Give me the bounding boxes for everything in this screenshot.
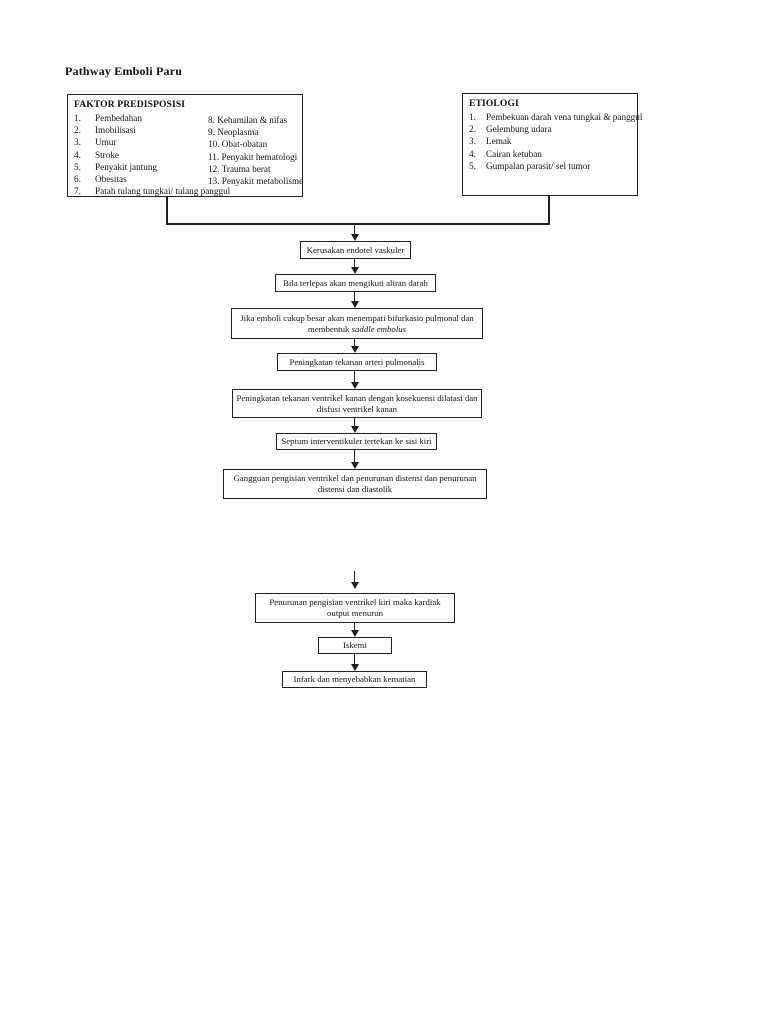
flow-box-text: output menurun — [327, 608, 383, 618]
flow-box-septum: Septum interventikuler tertekan ke sisi … — [276, 433, 437, 450]
flow-box-text-part: membentuk — [307, 323, 352, 334]
predisposition-item: 2. Imobilisasi — [74, 124, 296, 136]
etiology-item: 4. Cairan ketuban — [469, 148, 631, 160]
flow-box-text: Infark dan menyebabkan kematian — [293, 674, 416, 684]
etiology-item: 5. Gumpalan parasit/ sel tumor — [469, 160, 631, 172]
predisposition-item: 9. Neoplasma — [208, 127, 259, 138]
item-text: Obesitas — [95, 174, 127, 185]
item-number: 5. — [469, 160, 476, 171]
flow-box-text: Septum interventikuler tertekan ke sisi … — [281, 436, 432, 446]
predisposition-item: 3. Umur — [74, 136, 296, 148]
down-arrow-icon — [350, 654, 359, 671]
down-arrow-icon — [350, 292, 359, 308]
predisposition-item: 4. Stroke — [74, 149, 296, 161]
flow-box-text: Penurunan pengisian ventrikel kiri maka … — [269, 597, 441, 607]
etiology-box: ETIOLOGI 1. Pembekuan darah vena tungkai… — [462, 93, 642, 196]
item-text: Gumpalan parasit/ sel tumor — [486, 160, 591, 171]
item-text: Lemak — [486, 136, 512, 147]
flow-box-gangguan-pengisian: Gangguan pengisian ventrikel dan penurun… — [223, 469, 487, 499]
flow-box-text-italic: saddle embolus — [351, 323, 407, 334]
predisposition-title: FAKTOR PREDISPOSISI — [74, 99, 186, 110]
connector-line-right — [548, 195, 550, 225]
predisposition-item: 10. Obat-obatan — [208, 139, 268, 150]
item-number: 2. — [469, 124, 476, 135]
down-arrow-icon — [350, 339, 359, 353]
item-text: Pembekuan darah vena tungkai & panggul — [486, 112, 643, 122]
flow-box-text: Peningkatan tekanan ventrikel kanan deng… — [236, 392, 478, 403]
down-arrow-icon — [350, 571, 359, 589]
item-number: 3. — [74, 137, 81, 148]
etiology-item: 3. Lemak — [469, 135, 631, 147]
down-arrow-icon — [350, 371, 359, 389]
flow-box-tekanan-arteri: Peningkatan tekanan arteri pulmonalis — [277, 353, 437, 371]
item-number: 4. — [469, 148, 476, 159]
item-text: Patah tulang tungkai/ tulang panggul — [95, 186, 231, 197]
flow-box-infark: Infark dan menyebabkan kematian — [282, 671, 427, 688]
down-arrow-icon — [350, 225, 359, 241]
etiology-item: 2. Gelembung udara — [469, 123, 631, 135]
item-number: 6. — [74, 174, 81, 185]
predisposition-item: 5. Penyakit jantung — [74, 161, 296, 173]
flow-box-bila-terlepas: Bila terlepas akan mengikuti aliran dara… — [275, 274, 436, 292]
flow-box-saddle-embolus: Jika emboli cukup besar akan menempati b… — [231, 308, 483, 339]
predisposition-box: FAKTOR PREDISPOSISI 1. Pembedahan 2. Imo… — [67, 94, 303, 197]
item-number: 5. — [74, 161, 81, 172]
flow-box-penurunan-pengisian: Penurunan pengisian ventrikel kiri maka … — [255, 593, 455, 623]
item-text: Penyakit jantung — [95, 161, 158, 172]
item-number: 1. — [74, 113, 81, 123]
flow-box-text: Kerusakan endotel vaskuler — [306, 244, 405, 255]
etiology-item: 1. Pembekuan darah vena tungkai & panggu… — [469, 111, 642, 123]
predisposition-item: 12. Trauma berat — [208, 163, 271, 174]
predisposition-item: 11. Penyakit hematologi — [208, 151, 298, 162]
flow-box-tekanan-ventrikel-kanan: Peningkatan tekanan ventrikel kanan deng… — [232, 389, 482, 418]
item-text: Imobilisasi — [95, 125, 136, 136]
predisposition-item: 6. Obesitas — [74, 173, 296, 185]
flow-box-text: distensi dan diastolik — [317, 484, 393, 494]
item-number: 1. — [469, 112, 476, 122]
item-text: Gelembung udara — [486, 124, 552, 135]
connector-line-left — [166, 196, 168, 225]
flow-box-text: Iskemi — [343, 640, 367, 650]
item-text: Cairan ketuban — [486, 148, 542, 159]
flow-box-kerusakan-endotel: Kerusakan endotel vaskuler — [300, 241, 411, 259]
down-arrow-icon — [350, 623, 359, 637]
item-text: Stroke — [95, 149, 119, 160]
down-arrow-icon — [350, 418, 359, 433]
item-text: Pembedahan — [95, 113, 142, 123]
item-number: 3. — [469, 136, 476, 147]
connector-line-horizontal — [166, 223, 550, 225]
item-number: 2. — [74, 125, 81, 136]
item-number: 7. — [74, 186, 81, 197]
page-title: Pathway Emboli Paru — [65, 64, 183, 78]
flow-box-text: Gangguan pengisian ventrikel dan penurun… — [233, 473, 477, 483]
flow-box-text: membentuk saddle embolus — [308, 324, 406, 335]
flow-box-text: Bila terlepas akan mengikuti aliran dara… — [283, 277, 428, 288]
item-number: 4. — [74, 149, 81, 160]
predisposition-item: 7. Patah tulang tungkai/ tulang panggul — [74, 185, 296, 197]
predisposition-item: 13. Penyakit metabolisme — [208, 176, 304, 187]
flow-box-text: Jika emboli cukup besar akan menempati b… — [240, 312, 474, 323]
flow-box-iskemi: Iskemi — [318, 637, 392, 654]
item-text: Umur — [95, 137, 117, 148]
flow-box-text: disfusi ventrikel kanan — [316, 403, 398, 414]
flow-box-text: Peningkatan tekanan arteri pulmonalis — [289, 356, 425, 367]
down-arrow-icon — [350, 259, 359, 274]
etiology-title: ETIOLOGI — [469, 98, 519, 109]
predisposition-column-2: 8. Kehamilan & nifas 9. Neoplasma 10. Ob… — [208, 114, 303, 187]
predisposition-item: 8. Kehamilan & nifas — [208, 115, 288, 125]
predisposition-item: 1. Pembedahan — [74, 112, 296, 124]
down-arrow-icon — [350, 450, 359, 469]
